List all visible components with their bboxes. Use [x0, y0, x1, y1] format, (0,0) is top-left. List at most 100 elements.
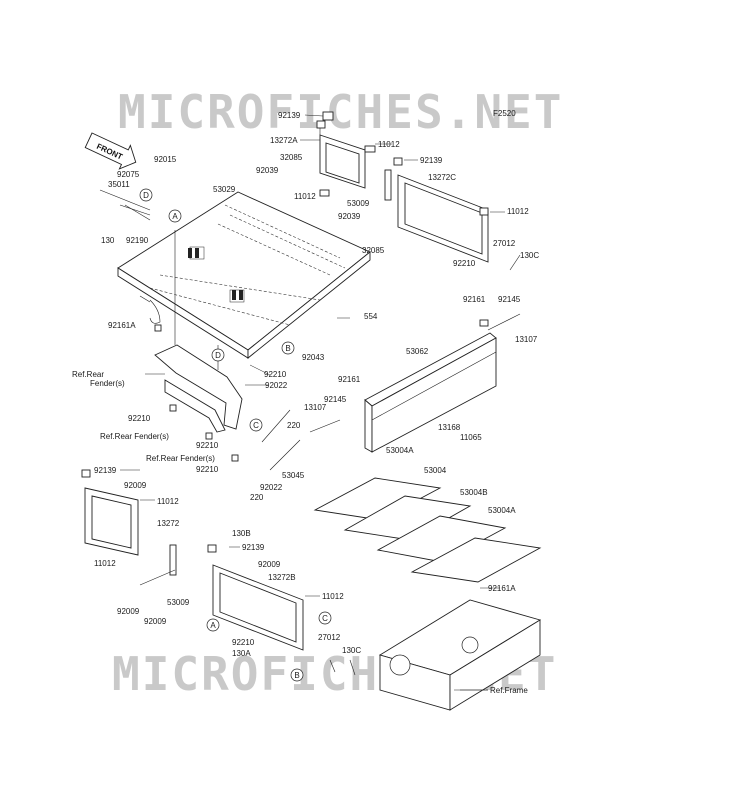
part-label: 32085 [362, 246, 385, 255]
part-label: 13107 [304, 403, 327, 412]
part-label: 13272A [270, 136, 298, 145]
ref-rear-fender-1b: Fender(s) [90, 379, 125, 388]
part-label: 92210 [264, 370, 287, 379]
part-label: 92039 [256, 166, 279, 175]
callout-b-1 [281, 341, 295, 355]
side-gate-13272c [384, 157, 489, 263]
part-label: 53004A [488, 506, 516, 515]
small-parts [99, 111, 521, 676]
part-label: 92210 [196, 465, 219, 474]
ref-rear-fender-3: Ref.Rear Fender(s) [146, 454, 215, 463]
ref-rear-fender-2: Ref.Rear Fender(s) [100, 432, 169, 441]
part-label: 130A [232, 649, 251, 658]
part-label: 92161 [463, 295, 486, 304]
part-label: 130 [101, 236, 115, 245]
part-label: 53009 [347, 199, 370, 208]
part-labels: 92139 13272A 32085 92039 11012 11012 921… [72, 111, 539, 695]
part-label: 92043 [302, 353, 325, 362]
part-label: 53062 [406, 347, 429, 356]
part-label: 92210 [232, 638, 255, 647]
side-gate-13272a [316, 120, 366, 189]
part-label: 92022 [265, 381, 288, 390]
part-label: 92009 [117, 607, 140, 616]
part-label: 130C [520, 251, 539, 260]
part-label: 13272C [428, 173, 456, 182]
bed-panel [117, 191, 371, 359]
part-label: 92190 [126, 236, 149, 245]
callout-c-2 [318, 611, 332, 625]
part-label: 92139 [278, 111, 301, 120]
part-label: 11012 [507, 207, 529, 216]
leader-lines [120, 114, 505, 691]
part-label: 11012 [378, 140, 400, 149]
rail-53062 [364, 332, 497, 453]
bed-mats [313, 477, 542, 583]
part-label: 11012 [322, 592, 344, 601]
callout-c-2-text: C [322, 614, 328, 623]
part-label: 92009 [124, 481, 147, 490]
part-label: 11012 [94, 559, 116, 568]
part-label: 220 [287, 421, 301, 430]
part-label: 53009 [167, 598, 190, 607]
part-label: 92210 [196, 441, 219, 450]
side-gate-13272b [207, 544, 304, 651]
part-label: 92161A [108, 321, 136, 330]
part-label: 554 [364, 312, 378, 321]
diagram-code: F2520 [493, 109, 516, 118]
part-label: 53045 [282, 471, 305, 480]
part-label: 13272 [157, 519, 180, 528]
callout-c-1 [249, 418, 263, 432]
part-label: 92022 [260, 483, 283, 492]
part-label: 92161 [338, 375, 361, 384]
callout-a-1-text: A [172, 212, 178, 221]
side-gate-13272 [81, 469, 177, 576]
part-label: 92139 [242, 543, 265, 552]
callout-b-1-text: B [285, 344, 290, 353]
frame [378, 599, 542, 711]
part-label: 92210 [453, 259, 476, 268]
part-label: 92015 [154, 155, 177, 164]
ref-rear-fender-1: Ref.Rear [72, 370, 104, 379]
part-label: 92145 [498, 295, 521, 304]
ref-frame: Ref.Frame [490, 686, 528, 695]
part-label: 220 [250, 493, 264, 502]
part-label: 92039 [338, 212, 361, 221]
callout-d-1-text: D [143, 191, 149, 200]
callout-b-2 [290, 668, 304, 682]
part-label: 92075 [117, 170, 140, 179]
fender-bracket [154, 230, 243, 433]
part-label: 92139 [420, 156, 443, 165]
part-label: 11012 [294, 192, 316, 201]
part-label: 13107 [515, 335, 538, 344]
callout-a-2-text: A [210, 621, 216, 630]
part-label: 92145 [324, 395, 347, 404]
part-label: 13168 [438, 423, 461, 432]
part-label: 11065 [460, 433, 482, 442]
callout-c-1-text: C [253, 421, 259, 430]
callout-a-2 [206, 618, 220, 632]
part-label: 130B [232, 529, 251, 538]
part-label: 92009 [144, 617, 167, 626]
part-label: 53004 [424, 466, 447, 475]
callout-d-2-text: D [215, 351, 221, 360]
watermark-top: MICROFICHES.NET [118, 85, 563, 139]
part-label: 92161A [488, 584, 516, 593]
part-label: 92139 [94, 466, 117, 475]
part-label: 11012 [157, 497, 179, 506]
part-label: 27012 [318, 633, 341, 642]
part-label: 53004A [386, 446, 414, 455]
part-label: 27012 [493, 239, 516, 248]
callout-d-2 [211, 348, 225, 362]
part-label: 35011 [108, 180, 130, 189]
callout-b-2-text: B [294, 671, 299, 680]
part-label: 92009 [258, 560, 281, 569]
part-label: 130C [342, 646, 361, 655]
callout-d-1 [139, 188, 153, 202]
callout-a-1 [168, 209, 182, 223]
part-label: 53004B [460, 488, 488, 497]
part-label: 13272B [268, 573, 296, 582]
part-label: 92210 [128, 414, 151, 423]
part-label: 32085 [280, 153, 303, 162]
part-label: 53029 [213, 185, 236, 194]
